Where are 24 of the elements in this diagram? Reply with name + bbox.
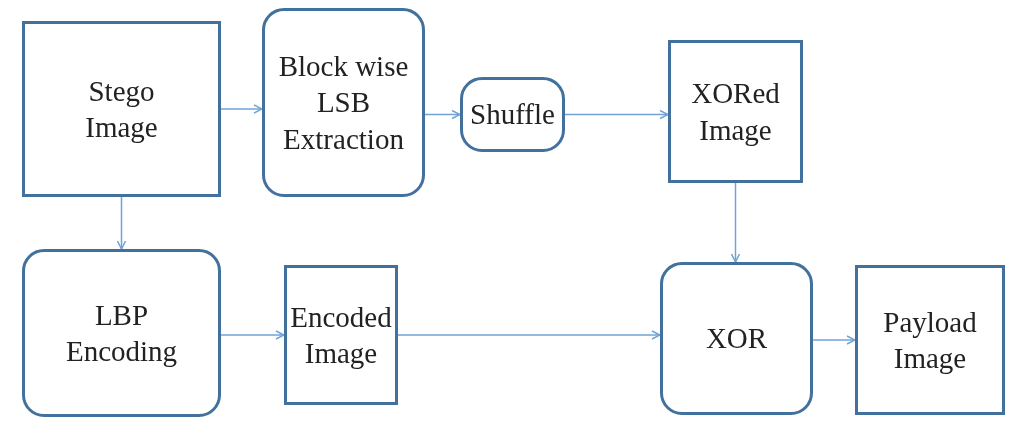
node-label: XOR (705, 321, 768, 357)
rounded-process-box (460, 77, 565, 152)
arrow (116, 196, 127, 250)
arrow (220, 330, 285, 340)
process-box (668, 40, 803, 183)
node-label: Payload Image (882, 304, 978, 376)
process-box (22, 21, 221, 197)
node-label: LBP Encoding (64, 297, 179, 369)
node-label: Encoded Image (290, 299, 392, 371)
rounded-process-box (262, 8, 425, 197)
rounded-process-box (660, 262, 813, 415)
node-label: Block wise LSB Extraction (277, 49, 410, 157)
arrow (220, 104, 263, 114)
arrow (564, 109, 669, 120)
arrow (424, 109, 461, 120)
process-box (284, 265, 398, 405)
arrow (812, 335, 856, 345)
arrow (730, 182, 741, 263)
process-box (855, 265, 1005, 415)
node-label: Shuffle (470, 97, 555, 133)
node-label: Stego Image (84, 73, 159, 145)
node-label: XORed Image (690, 76, 781, 148)
rounded-process-box (22, 249, 221, 417)
arrow (397, 330, 661, 340)
